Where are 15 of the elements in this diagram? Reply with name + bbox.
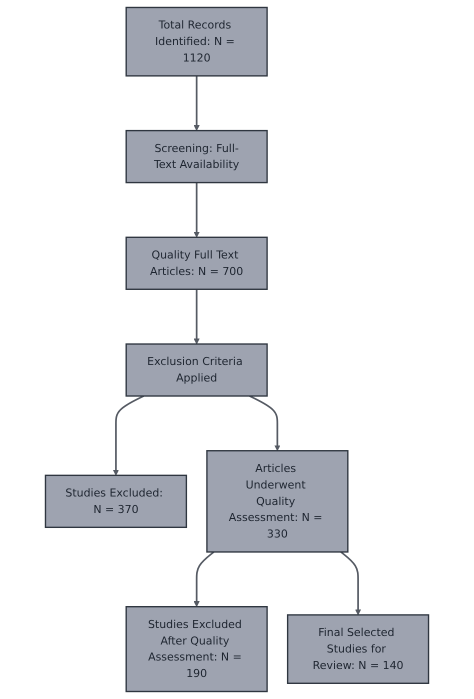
- arrow: [194, 76, 200, 131]
- node-box: Exclusion Criteria Applied: [126, 343, 268, 397]
- arrow: [194, 289, 200, 344]
- node-box: Quality Full Text Articles: N = 700: [126, 236, 268, 290]
- node-box: Total Records Identified: N = 1120: [126, 6, 268, 77]
- node-box: Articles Underwent Quality Assessment: N = 330: [206, 450, 348, 553]
- arrow: [194, 551, 214, 607]
- arrow: [340, 551, 362, 616]
- node-box: Final Selected Studies for Review: N = 140: [286, 614, 430, 684]
- node-box: Screening: Full-Text Availability: [126, 130, 268, 184]
- node-box: Studies Excluded: N = 370: [44, 474, 188, 528]
- arrow: [249, 395, 280, 451]
- arrow: [112, 395, 144, 476]
- arrow: [194, 182, 200, 238]
- node-box: Studies Excluded After Quality Assessment: N = 190: [126, 606, 268, 692]
